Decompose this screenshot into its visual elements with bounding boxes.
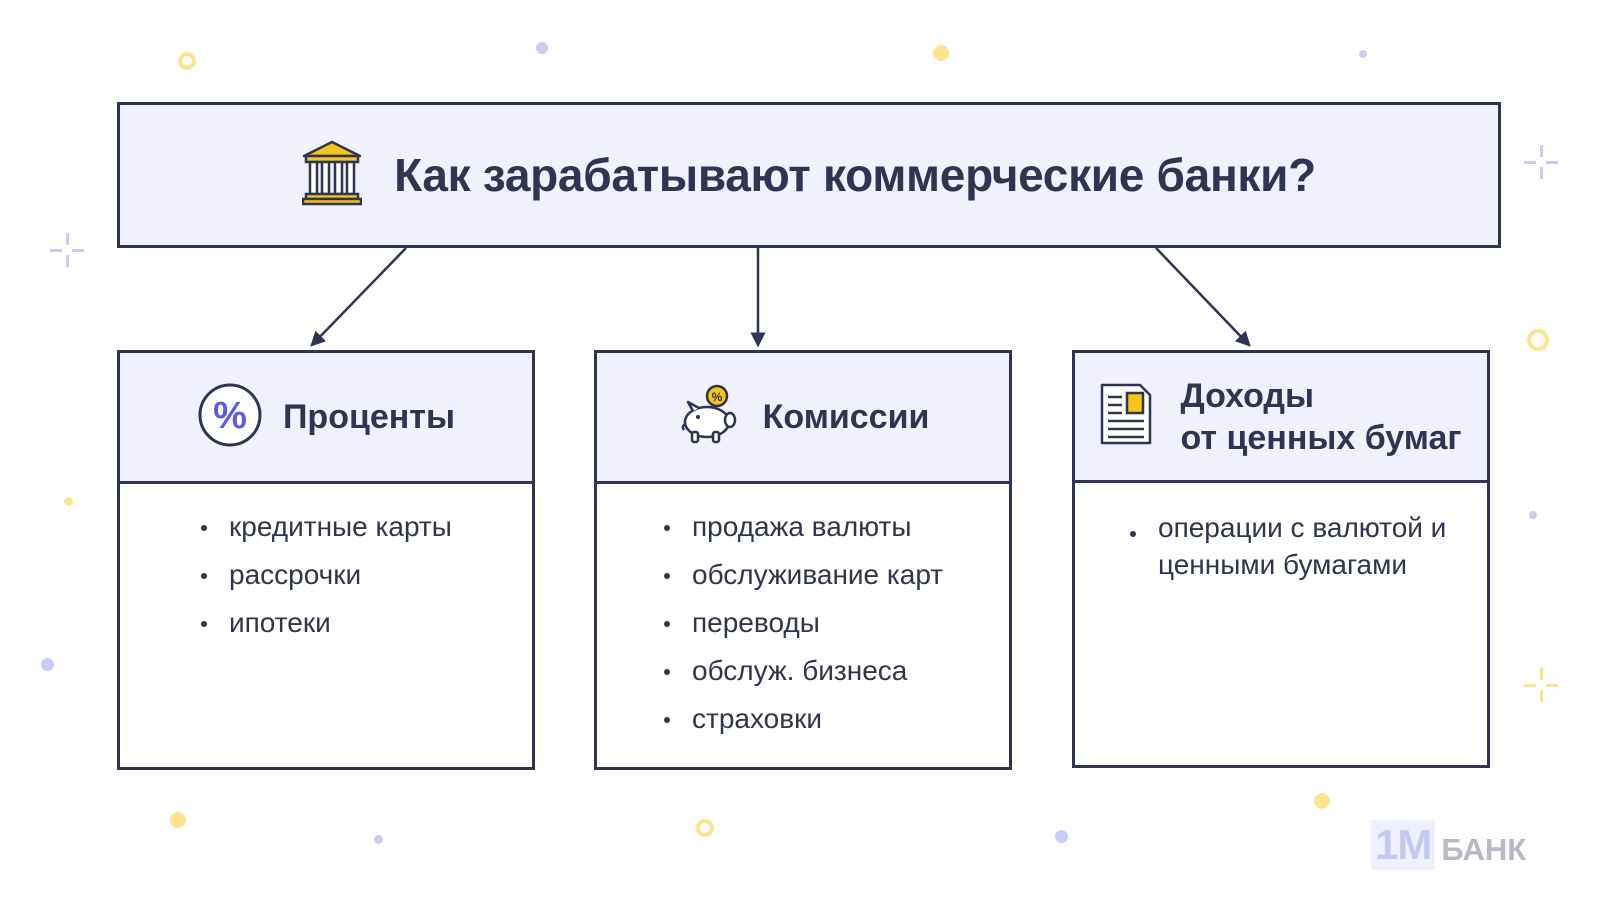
piggy-bank-icon: % bbox=[677, 382, 743, 453]
arrow-left bbox=[310, 247, 407, 347]
list-item: страховки bbox=[664, 695, 943, 743]
list-item: обслуж. бизнеса bbox=[664, 647, 943, 695]
bank-building-icon bbox=[301, 140, 363, 211]
title-box: Как зарабатывают коммерческие банки? bbox=[117, 102, 1501, 248]
card-securities: Доходы от ценных бумаг операции с валюто… bbox=[1072, 350, 1490, 768]
card-title: Проценты bbox=[282, 398, 455, 436]
item-list: операции с валютой и ценными бумагами bbox=[1130, 509, 1470, 583]
decor-ring bbox=[1527, 329, 1549, 351]
list-item: операции с валютой и ценными бумагами bbox=[1130, 509, 1470, 583]
item-list: продажа валюты обслуживание карт перевод… bbox=[664, 503, 943, 743]
card-title-line: Доходы bbox=[1180, 376, 1315, 415]
decor-dot bbox=[933, 45, 949, 61]
decor-dot bbox=[1314, 793, 1330, 809]
list-item: обслуживание карт bbox=[664, 551, 943, 599]
list-item: рассрочки bbox=[201, 551, 452, 599]
svg-text:%: % bbox=[213, 395, 247, 437]
card-header: Доходы от ценных бумаг bbox=[1075, 353, 1487, 483]
decor-dot bbox=[1359, 50, 1367, 58]
list-item: кредитные карты bbox=[201, 503, 452, 551]
decor-ring bbox=[696, 819, 714, 837]
card-header: % Проценты bbox=[120, 353, 532, 484]
logo-text: БАНК bbox=[1441, 832, 1527, 867]
brand-logo: 1M БАНК bbox=[1371, 820, 1526, 870]
card-title: Доходы от ценных бумаг bbox=[1180, 375, 1461, 459]
card-interest: % Проценты кредитные карты рассрочки ипо… bbox=[117, 350, 535, 770]
percent-circle-icon: % bbox=[197, 382, 263, 453]
decor-dot bbox=[1055, 830, 1068, 843]
decor-sparkle bbox=[1524, 145, 1558, 179]
decor-dot bbox=[41, 658, 54, 671]
decor-dot bbox=[536, 42, 548, 54]
decor-dot bbox=[1529, 511, 1537, 519]
document-icon bbox=[1100, 383, 1152, 450]
list-item: переводы bbox=[664, 599, 943, 647]
list-item: ипотеки bbox=[201, 599, 452, 647]
card-commissions: % Комиссии продажа валюты обслуживание к… bbox=[594, 350, 1012, 770]
card-header: % Комиссии bbox=[597, 353, 1009, 484]
item-list: кредитные карты рассрочки ипотеки bbox=[201, 503, 452, 647]
decor-sparkle bbox=[50, 233, 84, 267]
logo-mark: 1M bbox=[1371, 820, 1436, 870]
card-title-line: от ценных бумаг bbox=[1180, 418, 1462, 457]
decor-ring bbox=[178, 52, 196, 70]
svg-text:%: % bbox=[711, 390, 722, 404]
card-title: Комиссии bbox=[762, 398, 930, 436]
page-title: Как зарабатывают коммерческие банки? bbox=[394, 149, 1316, 201]
decor-dot bbox=[64, 497, 73, 506]
decor-dot bbox=[170, 812, 186, 828]
decor-dot bbox=[374, 835, 383, 844]
decor-sparkle bbox=[1524, 668, 1558, 702]
list-item: продажа валюты bbox=[664, 503, 943, 551]
arrow-right bbox=[1155, 247, 1251, 347]
